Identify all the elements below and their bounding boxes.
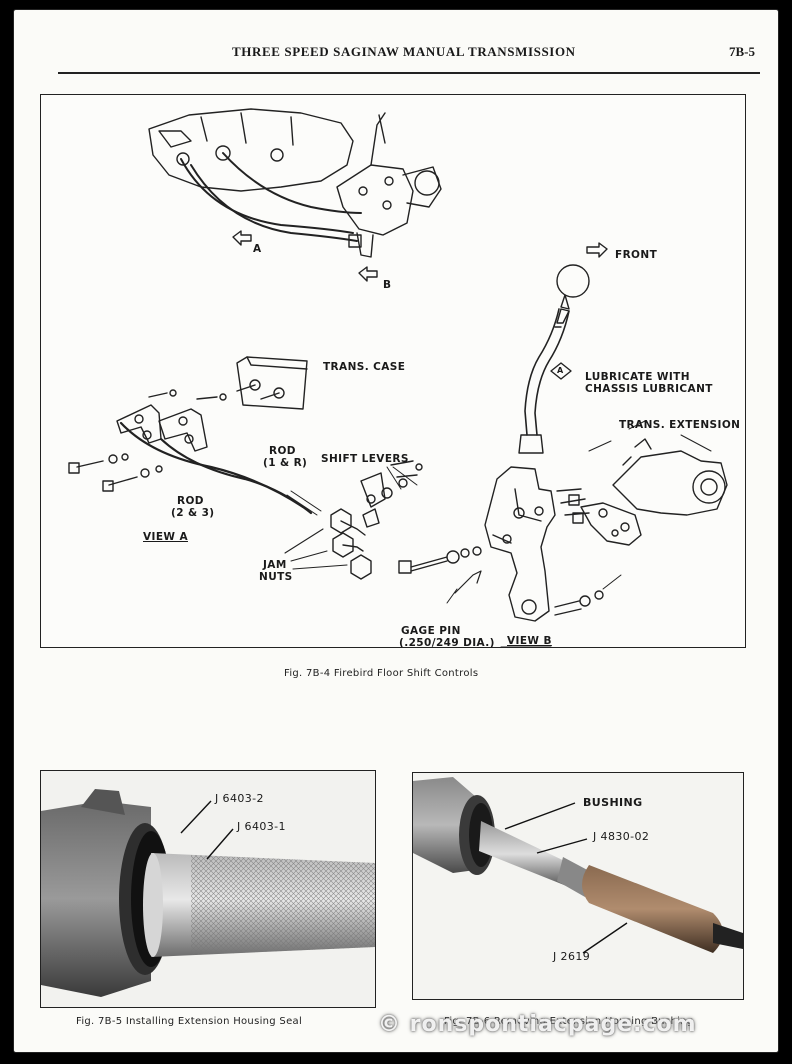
- figure-7b6-photo: BUSHING J 4830-02 J 2619: [412, 772, 744, 1000]
- seal-installer-photo: [41, 771, 375, 1007]
- figure-7b4-diagram: A B FRONT TRANS. CASE A LUBRICATE WITH C…: [40, 94, 746, 648]
- figure-7b6-caption: Fig. 7B-6 Removing Extension Housing Bus…: [444, 1016, 694, 1027]
- manual-page: THREE SPEED SAGINAW MANUAL TRANSMISSION …: [14, 10, 778, 1052]
- gage-pin-label-line-2: (.250/249 DIA.): [399, 637, 495, 648]
- front-label: FRONT: [615, 249, 658, 261]
- rod-1r-label-line-2: (1 & R): [263, 457, 308, 469]
- seal-tool-2-label: J 6403-1: [237, 820, 286, 833]
- header-rule: [58, 72, 760, 74]
- seal-tool-1-label: J 6403-2: [215, 792, 264, 805]
- bushing-label: BUSHING: [583, 796, 643, 809]
- shift-levers-label: SHIFT LEVERS: [321, 453, 409, 465]
- page-number: 7B-5: [729, 44, 755, 59]
- figure-7b5-photo: J 6403-2 J 6403-1: [40, 770, 376, 1008]
- figure-7b4-caption: Fig. 7B-4 Firebird Floor Shift Controls: [284, 668, 479, 679]
- view-a-title: VIEW A: [143, 531, 188, 543]
- trans-extension-label: TRANS. EXTENSION: [619, 419, 741, 431]
- bushing-tool-2-label: J 2619: [553, 950, 591, 963]
- gage-pin-label-line-1: GAGE PIN: [401, 625, 461, 637]
- lubricate-label-line-1: LUBRICATE WITH: [585, 371, 690, 383]
- jam-nuts-label-line-1: JAM: [263, 559, 287, 571]
- rod-23-label-line-2: (2 & 3): [171, 507, 215, 519]
- lubricate-mark-label: A: [557, 366, 564, 375]
- bushing-callout-lines: [504, 802, 628, 954]
- seal-callout-lines: [180, 800, 234, 860]
- rod-1r-label-line-1: ROD: [269, 445, 296, 457]
- view-b-arrow-label: B: [383, 279, 392, 291]
- lubricate-label-line-2: CHASSIS LUBRICANT: [585, 383, 713, 395]
- jam-nuts-label-line-2: NUTS: [259, 571, 293, 583]
- trans-case-label: TRANS. CASE: [323, 361, 406, 373]
- floor-shift-drawing: [68, 108, 728, 647]
- figure-7b5-caption: Fig. 7B-5 Installing Extension Housing S…: [76, 1016, 303, 1027]
- bushing-remover-photo: [413, 773, 743, 999]
- view-a-arrow-label: A: [253, 243, 262, 255]
- rod-23-label-line-1: ROD: [177, 495, 204, 507]
- bushing-tool-1-label: J 4830-02: [593, 830, 650, 843]
- page-header-title: THREE SPEED SAGINAW MANUAL TRANSMISSION: [232, 44, 576, 59]
- view-b-title: VIEW B: [507, 635, 552, 647]
